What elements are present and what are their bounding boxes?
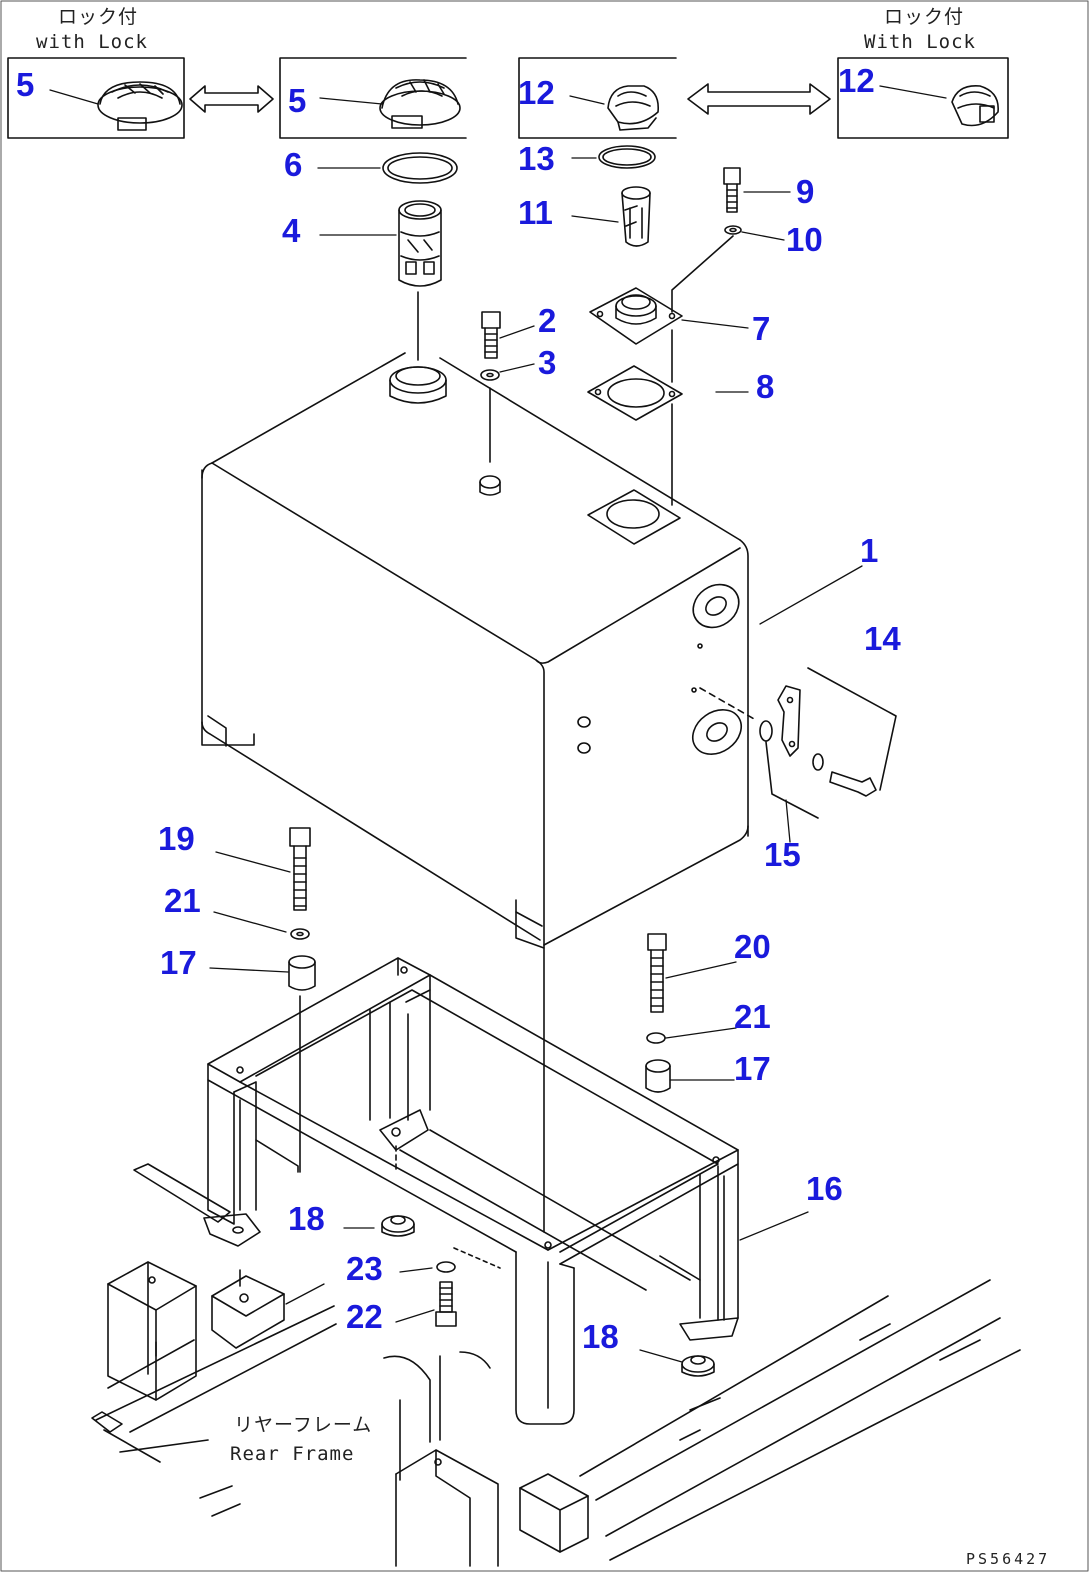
- with-lock-note-right-jp: ロック付: [884, 6, 965, 28]
- callout-19[interactable]: 19: [158, 820, 195, 857]
- callout-22[interactable]: 22: [346, 1298, 383, 1335]
- callout-18-left[interactable]: 18: [288, 1200, 325, 1237]
- rear-frame: [92, 1262, 1020, 1566]
- callout-16[interactable]: 16: [806, 1170, 843, 1207]
- washer-23: [437, 1262, 455, 1272]
- cushion-18-left: [382, 1216, 414, 1236]
- washer-21-right: [647, 1033, 665, 1043]
- breather-cap-icon: [608, 86, 658, 130]
- bolt-20: [648, 934, 666, 1012]
- cap-icon: [380, 80, 460, 128]
- inset-box-cap-standard: [280, 58, 466, 138]
- callout-10[interactable]: 10: [786, 221, 823, 258]
- hydraulic-tank-1: [202, 353, 750, 948]
- bolt-19: [290, 828, 310, 910]
- callout-18-right[interactable]: 18: [582, 1318, 619, 1355]
- axis-bracket: [700, 688, 756, 720]
- with-lock-note-left-jp: ロック付: [58, 6, 139, 28]
- washer-15: [760, 721, 772, 741]
- strainer-4: [399, 201, 441, 286]
- callout-20[interactable]: 20: [734, 928, 771, 965]
- callout-9[interactable]: 9: [796, 173, 815, 210]
- strainer-11: [622, 187, 650, 246]
- rear-frame-label-jp: リヤーフレーム: [234, 1414, 373, 1436]
- callout-23[interactable]: 23: [346, 1250, 383, 1287]
- leader-lines: [50, 86, 946, 1362]
- callout-5-with-lock[interactable]: 5: [16, 66, 35, 103]
- callout-17-right[interactable]: 17: [734, 1050, 771, 1087]
- with-lock-note-left-en: with Lock: [36, 31, 148, 53]
- o-ring-6: [383, 153, 457, 183]
- inset-box-cap-standard-2: [519, 58, 676, 138]
- callout-21-right[interactable]: 21: [734, 998, 771, 1035]
- callout-21-left[interactable]: 21: [164, 882, 201, 919]
- bolt-9: [724, 168, 740, 212]
- callout-7[interactable]: 7: [752, 310, 771, 347]
- callout-11[interactable]: 11: [518, 194, 553, 231]
- callout-3[interactable]: 3: [538, 344, 557, 381]
- washer-3: [481, 370, 499, 380]
- callout-12-with-lock[interactable]: 12: [838, 62, 875, 99]
- with-lock-note-right-en: With Lock: [864, 31, 976, 53]
- spacer-17-right: [646, 1060, 670, 1092]
- gasket-8: [588, 366, 682, 420]
- cushion-18-right: [682, 1356, 714, 1376]
- callout-8[interactable]: 8: [756, 368, 775, 405]
- support-stand-16: [134, 958, 738, 1424]
- interchange-arrow-left: [190, 86, 273, 112]
- drawing-code: PS56427: [966, 1550, 1051, 1568]
- callout-6[interactable]: 6: [284, 146, 303, 183]
- washer-21-left: [291, 929, 309, 939]
- leader-14-shape: [808, 668, 896, 790]
- bolt-14-set: [813, 754, 876, 796]
- callout-1[interactable]: 1: [860, 532, 879, 569]
- inset-box-cap-with-lock-right: [838, 58, 1008, 138]
- bolt-22: [436, 1282, 456, 1326]
- rear-frame-label-en: Rear Frame: [230, 1443, 355, 1465]
- axis-washer-23: [454, 1248, 500, 1268]
- bolt-2: [482, 312, 500, 358]
- cover-7: [590, 288, 682, 344]
- callout-15[interactable]: 15: [764, 836, 801, 873]
- breather-cap-with-lock-icon: [952, 86, 998, 126]
- interchange-arrow-right: [688, 84, 830, 114]
- bracket-14: [778, 686, 800, 756]
- o-ring-13: [599, 146, 655, 168]
- callout-13[interactable]: 13: [518, 140, 555, 177]
- washer-10: [725, 226, 741, 234]
- axis-bolt-9: [672, 236, 733, 312]
- callout-4[interactable]: 4: [282, 212, 301, 249]
- callout-5[interactable]: 5: [288, 82, 307, 119]
- spacer-17-left: [289, 956, 315, 990]
- cap-with-lock-icon: [98, 82, 182, 130]
- callout-17-left[interactable]: 17: [160, 944, 197, 981]
- callout-14[interactable]: 14: [864, 620, 901, 657]
- inset-box-cap-with-lock-left: [8, 58, 184, 138]
- callout-2[interactable]: 2: [538, 302, 557, 339]
- callout-12[interactable]: 12: [518, 74, 555, 111]
- leader-15-shape: [766, 742, 818, 818]
